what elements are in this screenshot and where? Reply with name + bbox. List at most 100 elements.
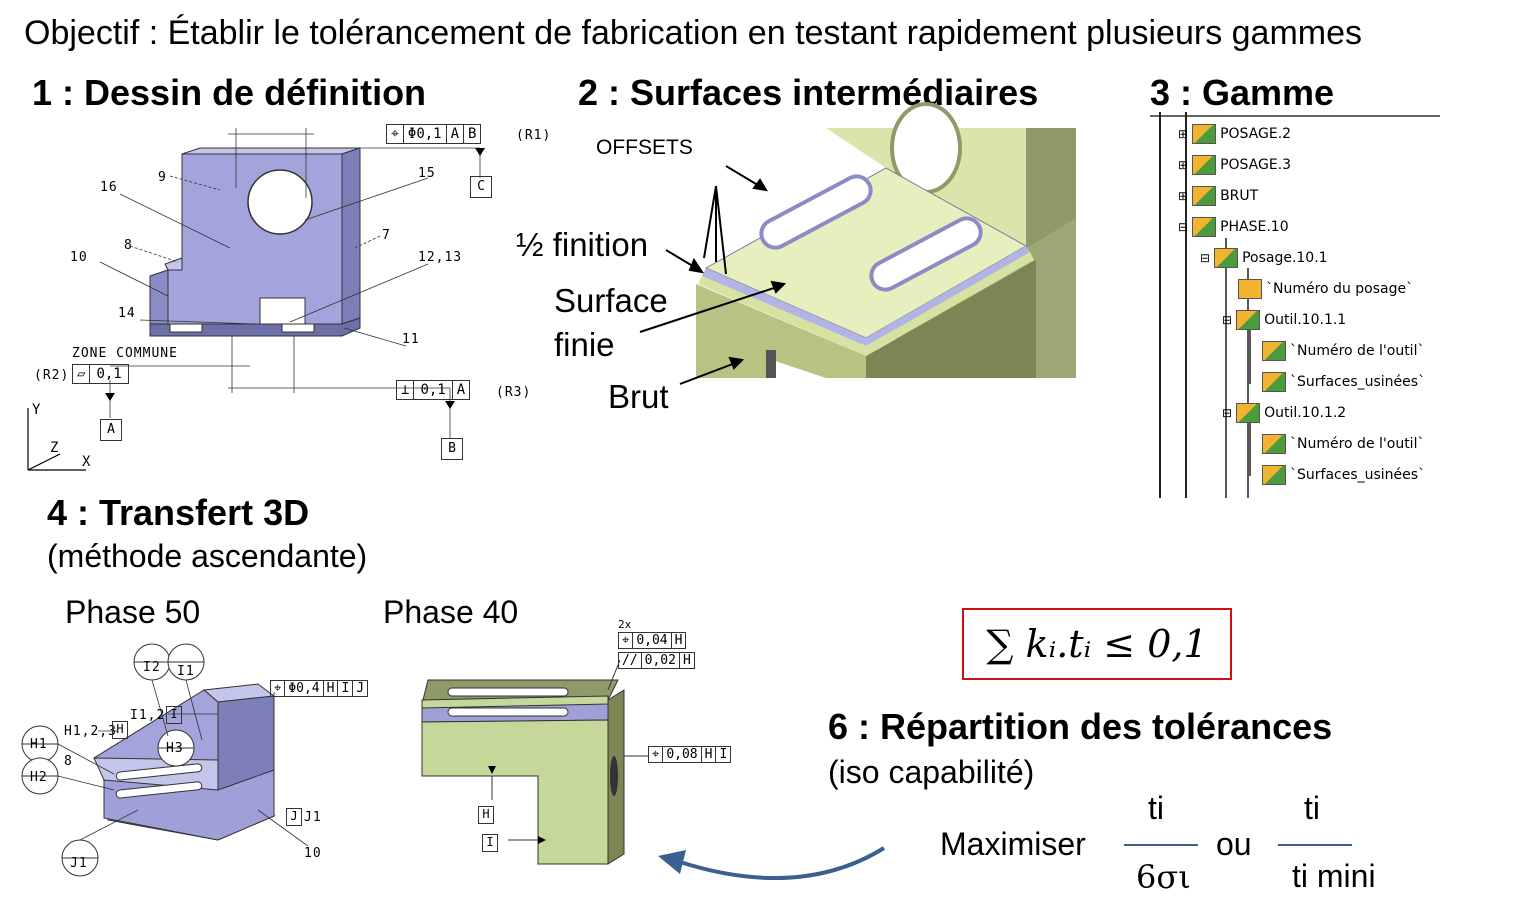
fcf-r1: ⌖ Φ0,1 A B: [386, 124, 482, 144]
position-icon: ⌖: [271, 681, 286, 696]
tree-label: BRUT: [1220, 188, 1259, 204]
fcf-r3: ⊥ 0,1 A: [396, 380, 471, 400]
feature-number-14: 14: [118, 306, 136, 321]
tree-label: Outil.10.1.1: [1264, 312, 1347, 328]
axis-y-label: Y: [32, 402, 42, 418]
phase-40-drawing: [421, 659, 648, 865]
tree-item-posage-3[interactable]: ⊞ POSAGE.3: [1178, 155, 1291, 175]
phase50-label-h2: H2: [30, 770, 48, 785]
half-finish-label: ½ finition: [516, 226, 649, 263]
parameter-icon: [1238, 279, 1262, 299]
tool-node-icon: [1236, 310, 1261, 330]
tree-item-numero-outil-1[interactable]: `Numéro de l'outil`: [1262, 341, 1424, 361]
process-node-icon: [1214, 248, 1239, 268]
phase40-fcf2-value: 0,02: [642, 653, 680, 668]
zone-commune-label: ZONE COMMUNE: [72, 346, 178, 361]
tree-lines: [1150, 112, 1440, 498]
phase50-datum-i: I: [166, 706, 182, 724]
fcf-r3-ref: (R3): [496, 385, 532, 400]
section-3-title: 3 : Gamme: [1150, 72, 1335, 113]
fcf-r2-value: 0,1: [96, 366, 122, 382]
fcf-r1-value: Φ0,1: [404, 125, 447, 143]
phase50-fcf: ⌖ Φ0,4 H I J: [270, 680, 369, 697]
phase40-2x: 2x: [618, 618, 632, 631]
position-icon: ⌖: [387, 125, 404, 143]
tree-label: `Surfaces_usinées`: [1290, 374, 1426, 390]
tree-item-outil-10-1-2[interactable]: ⊟ Outil.10.1.2: [1222, 403, 1346, 423]
collapse-minus-icon[interactable]: ⊟: [1222, 406, 1233, 420]
section-2-title: 2 : Surfaces intermédiaires: [578, 72, 1039, 113]
axis-z-label: Z: [50, 440, 60, 456]
tree-item-brut[interactable]: ⊞ BRUT: [1178, 186, 1258, 206]
phase40-fcf2: // 0,02 H: [618, 652, 695, 669]
fcf-r1-datum-a: A: [447, 125, 465, 143]
phase40-fcf1: ⌖ 0,04 H: [618, 632, 687, 649]
collapse-minus-icon[interactable]: ⊟: [1178, 220, 1189, 234]
axis-x-label: X: [82, 454, 92, 470]
position-icon: ⌖: [649, 747, 664, 762]
tree-label: POSAGE.2: [1220, 126, 1292, 142]
parameter-icon: [1262, 341, 1286, 361]
fraction2-denominator: ti mini: [1292, 858, 1376, 894]
constraint-formula: ∑ kᵢ.tᵢ ≤ 0,1: [962, 608, 1232, 680]
phase50-label-h123: H1,2,3: [64, 724, 117, 739]
offsets-label: OFFSETS: [596, 136, 693, 159]
phase40-fcf1-value: 0,04: [633, 633, 672, 648]
phase-40-label: Phase 40: [383, 594, 519, 630]
tree-item-numero-outil-2[interactable]: `Numéro de l'outil`: [1262, 434, 1424, 454]
fcf-r1-ref: (R1): [516, 128, 552, 143]
fcf-r3-value: 0,1: [414, 381, 453, 399]
phase40-datum-i: I: [482, 834, 498, 852]
tree-item-surfaces-1[interactable]: `Surfaces_usinées`: [1262, 372, 1425, 392]
tree-label: `Surfaces_usinées`: [1290, 467, 1426, 483]
phase-50-drawing: [21, 643, 309, 877]
intermediate-surfaces-render: [686, 102, 1076, 378]
tree-item-posage-2[interactable]: ⊞ POSAGE.2: [1178, 124, 1291, 144]
section-6-subtitle: (iso capabilité): [828, 754, 1035, 790]
section-4-title: 4 : Transfert 3D: [47, 492, 310, 533]
section-1-title: 1 : Dessin de définition: [32, 72, 427, 113]
phase-50-label: Phase 50: [65, 594, 201, 630]
phase50-fcf-datum-j: J: [356, 681, 365, 696]
collapse-minus-icon[interactable]: ⊟: [1200, 251, 1211, 265]
expand-plus-icon[interactable]: ⊞: [1178, 127, 1189, 141]
phase50-label-10: 10: [304, 846, 322, 861]
surfaces-arrows: [639, 165, 787, 385]
feature-number-16: 16: [100, 180, 118, 195]
tree-label: Posage.10.1: [1242, 250, 1328, 266]
expand-plus-icon[interactable]: ⊞: [1178, 189, 1189, 203]
tree-item-posage-10-1[interactable]: ⊟ Posage.10.1: [1200, 248, 1328, 268]
phase50-label-j1b: J1: [304, 810, 322, 825]
collapse-minus-icon[interactable]: ⊟: [1222, 313, 1233, 327]
parameter-icon: [1262, 465, 1286, 485]
phase50-datum-j: J: [286, 808, 302, 826]
phase50-fcf-value: Φ0,4: [285, 681, 324, 696]
tree-item-surfaces-2[interactable]: `Surfaces_usinées`: [1262, 465, 1425, 485]
tree-item-phase-10[interactable]: ⊟ PHASE.10: [1178, 217, 1289, 237]
datum-b: B: [441, 438, 463, 460]
fraction1-denominator: 6σι: [1136, 858, 1191, 896]
fcf-r3-datum-a: A: [456, 382, 466, 398]
phase50-fcf-datum-i: I: [338, 681, 354, 696]
fcf-r2: ▱ 0,1: [72, 364, 129, 384]
process-tree: [1150, 112, 1440, 498]
feature-number-15: 15: [418, 166, 436, 181]
tree-item-outil-10-1-1[interactable]: ⊟ Outil.10.1.1: [1222, 310, 1346, 330]
tree-item-numero-posage[interactable]: `Numéro du posage`: [1238, 279, 1413, 299]
phase40-fcf3-value: 0,08: [663, 747, 702, 762]
section-4-subtitle: (méthode ascendante): [47, 538, 368, 574]
process-node-icon: [1192, 124, 1217, 144]
datum-c: C: [470, 176, 492, 198]
phase50-label-i2: I2: [143, 660, 161, 675]
tree-label: Outil.10.1.2: [1264, 405, 1347, 421]
curved-arrow-icon: [658, 846, 886, 880]
position-icon: ⌖: [619, 633, 634, 648]
finished-surface-label-2: finie: [554, 326, 615, 363]
parameter-icon: [1262, 372, 1286, 392]
phase50-label-i12: I1,2: [130, 708, 166, 723]
phase40-fcf3-datum-i: I: [719, 747, 728, 762]
maximise-label: Maximiser: [940, 826, 1086, 862]
expand-plus-icon[interactable]: ⊞: [1178, 158, 1189, 172]
process-node-icon: [1192, 217, 1217, 237]
phase50-label-h1: H1: [30, 737, 48, 752]
